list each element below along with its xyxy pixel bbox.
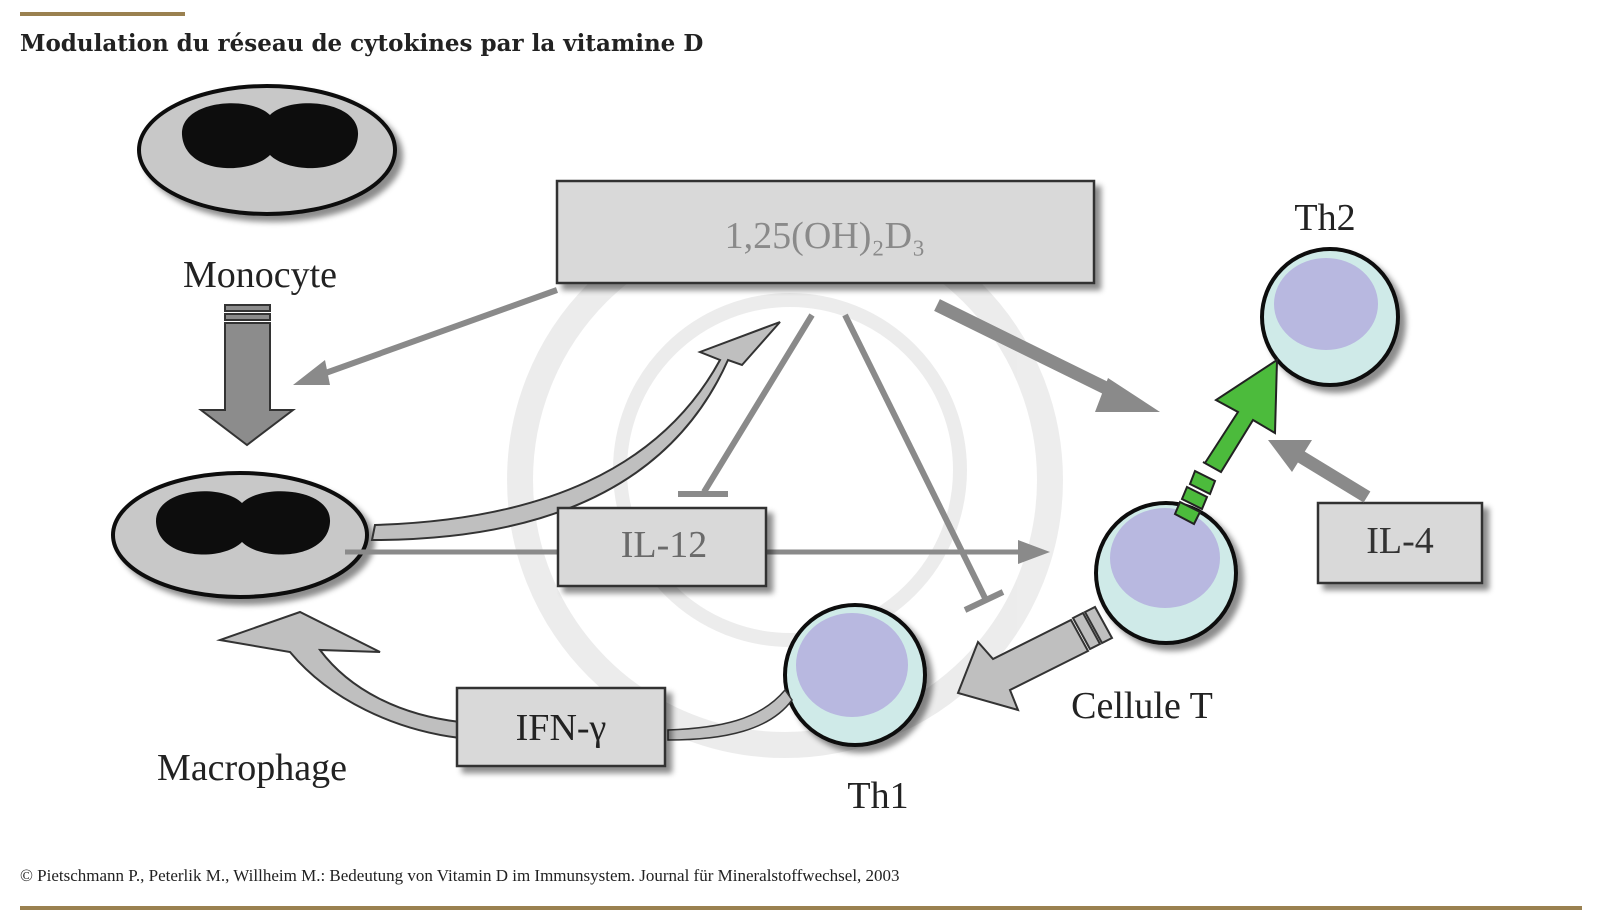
th1-cell — [783, 603, 927, 747]
monocyte-cell — [137, 84, 397, 216]
ifn-to-macrophage-arrow — [216, 610, 461, 740]
th1-label: Th1 — [847, 775, 908, 817]
top-rule — [20, 12, 185, 16]
macrophage-to-hormone-arrow — [370, 321, 781, 542]
tcell-to-th2-arrow — [1173, 358, 1279, 526]
il12-label: IL-12 — [621, 524, 708, 566]
tcell-to-th1-arrow — [956, 605, 1114, 712]
hormone-inhibits-il12 — [678, 313, 815, 497]
macrophage-label: Macrophage — [157, 747, 347, 789]
macrophage-cell — [111, 471, 369, 599]
differentiation-arrow — [198, 304, 296, 447]
th1-to-ifn-connector — [667, 688, 793, 741]
th2-label: Th2 — [1294, 197, 1355, 239]
th2-cell — [1260, 247, 1400, 387]
figure-title: Modulation du réseau de cytokines par la… — [20, 30, 704, 57]
il12-box — [556, 506, 768, 588]
bottom-rule — [20, 906, 1582, 910]
hormone-label: 1,25(OH)₂D₃ — [725, 215, 926, 257]
il4-label: IL-4 — [1366, 520, 1434, 562]
hormone-to-macrophage-arrow — [293, 287, 559, 385]
ifn-box — [455, 686, 667, 768]
il4-to-th2-arrow — [1268, 440, 1371, 503]
source-credit: © Pietschmann P., Peterlik M., Willheim … — [20, 866, 900, 885]
monocyte-label: Monocyte — [183, 254, 337, 296]
ifn-label: IFN-γ — [516, 707, 607, 749]
il4-box — [1316, 501, 1484, 585]
t-cell — [1094, 501, 1238, 645]
hormone-box — [555, 179, 1096, 285]
tcell-label: Cellule T — [1071, 685, 1213, 727]
hormone-to-tcell-arrow — [934, 299, 1160, 412]
